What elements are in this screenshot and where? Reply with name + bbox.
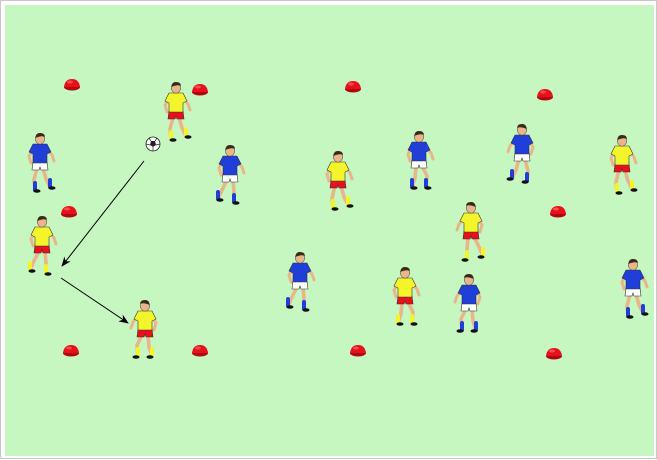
cone-icon — [350, 345, 366, 357]
blue-player-icon — [29, 133, 56, 193]
blue-player-icon — [507, 124, 534, 184]
yellow-player-icon — [165, 82, 192, 142]
blue-player-icon — [217, 145, 245, 205]
cone-icon — [192, 345, 208, 357]
blue-player-icon — [408, 131, 433, 190]
yellow-player-icon — [457, 202, 485, 262]
cone-icon — [64, 79, 80, 91]
cone-icon — [537, 89, 553, 101]
yellow-player-icon — [131, 300, 156, 359]
yellow-player-icon — [29, 216, 57, 276]
yellow-player-icon — [611, 135, 638, 195]
cone-icon — [345, 81, 361, 93]
yellow-player-icon — [394, 267, 419, 326]
blue-player-icon — [622, 259, 649, 319]
cone-icon — [63, 345, 79, 357]
cone-icon — [550, 206, 566, 218]
blue-player-icon — [287, 252, 315, 312]
cone-icon — [546, 348, 562, 360]
ball-icon — [146, 137, 160, 151]
run-arrow-icon — [61, 278, 128, 323]
blue-player-icon — [455, 274, 480, 333]
yellow-player-icon — [327, 151, 354, 211]
cone-icon — [192, 84, 208, 96]
cone-icon — [61, 206, 77, 218]
